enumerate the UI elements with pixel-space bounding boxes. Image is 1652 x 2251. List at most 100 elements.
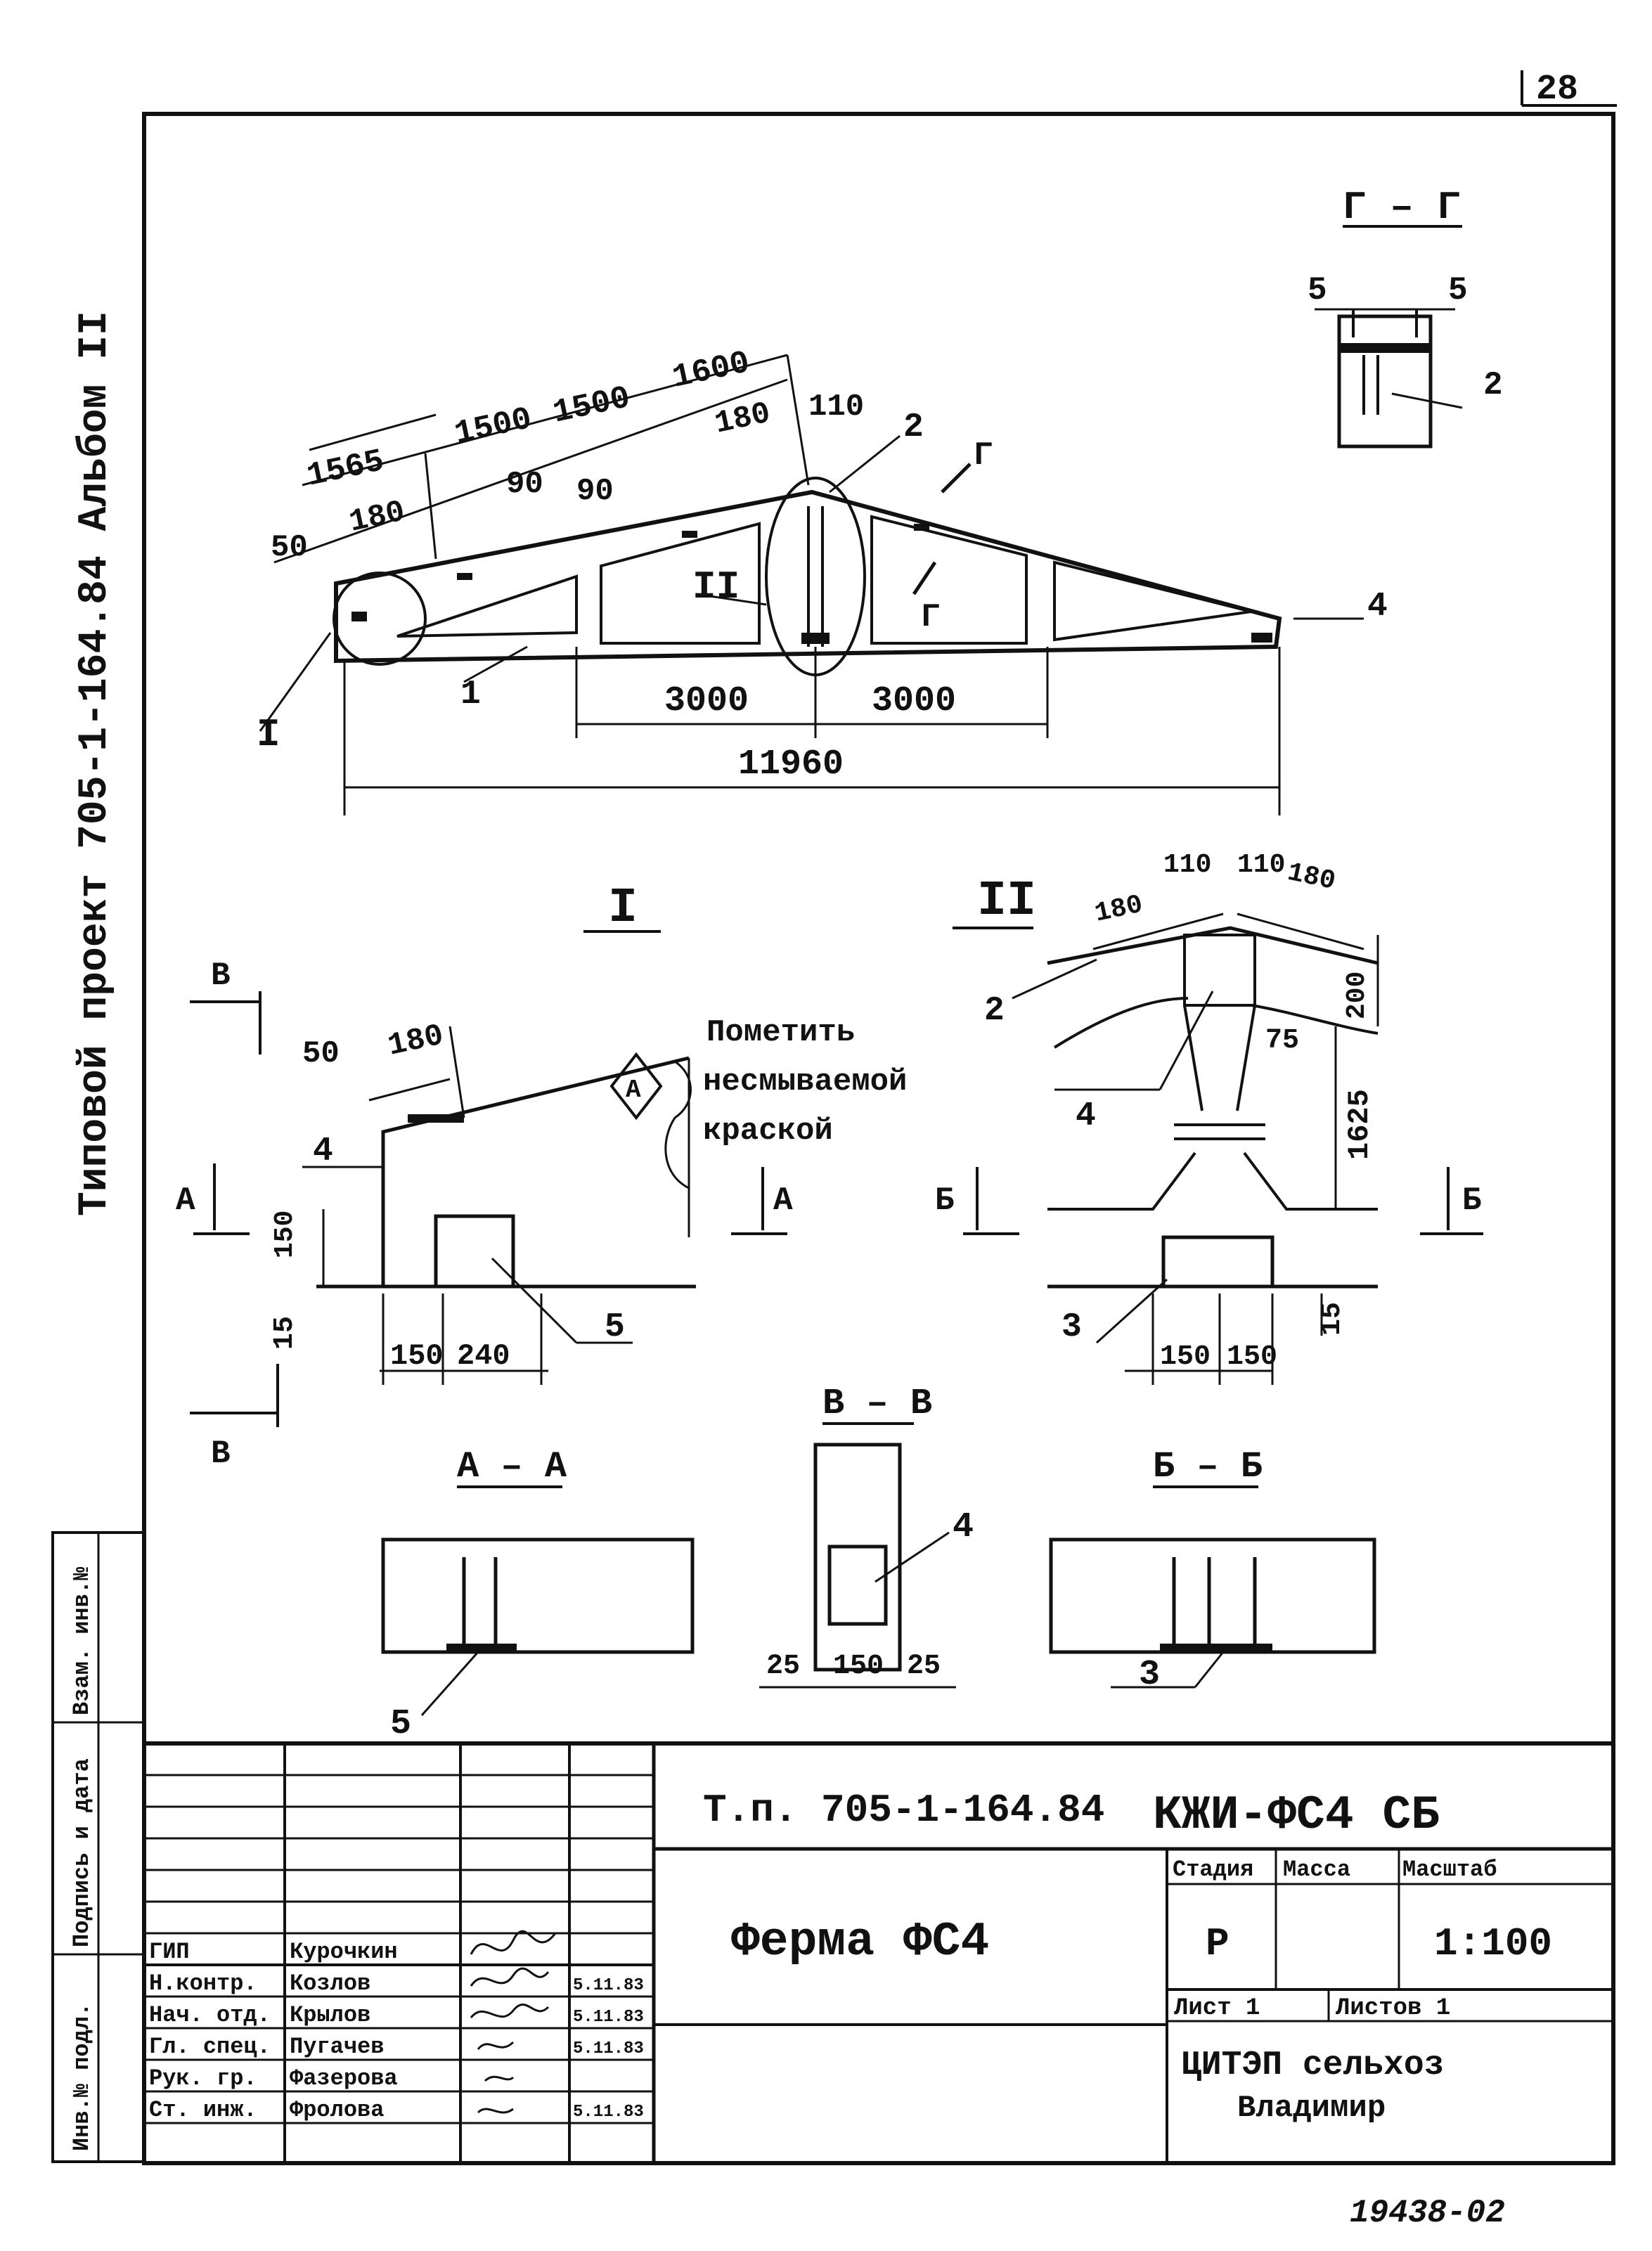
truss-dim-1565: 1565 <box>304 443 387 495</box>
section-VV-dim-25a: 25 <box>766 1651 800 1682</box>
truss-dim-11960: 11960 <box>738 744 844 785</box>
title-block-col-scale: Масштаб <box>1402 1857 1497 1883</box>
side-project-label: Типовой проект 705-1-164.84 Альбом II <box>72 311 118 1216</box>
detail-II-mark-B-left: Б <box>935 1182 955 1219</box>
staff-name-4: Фазерова <box>290 2065 398 2091</box>
detail-II: II 180 110 110 180 200 <box>935 850 1483 1385</box>
truss-dim-3000b: 3000 <box>872 681 956 721</box>
truss-detail-ref-I: I <box>257 712 280 757</box>
staff-name-0: Курочкин <box>290 1939 398 1965</box>
detail-I-note-line2: несмываемой <box>703 1064 907 1099</box>
section-BB-title: Б – Б <box>1153 1446 1263 1488</box>
truss-dim-180a: 180 <box>347 494 408 540</box>
staff-role-5: Ст. инж. <box>149 2097 257 2123</box>
section-VV-title: В – В <box>822 1383 932 1424</box>
bottom-code: 19438-02 <box>1350 2195 1505 2231</box>
section-GG-label-2: 2 <box>1483 367 1503 404</box>
title-block-project-code: Т.п. 705-1-164.84 <box>703 1788 1104 1833</box>
side-stamp: Инв.№ подл. Подпись и дата Взам. инв.№ <box>51 1531 146 2163</box>
section-GG: Г – Г 5 5 2 <box>1308 185 1503 449</box>
truss-dim-50: 50 <box>271 530 308 565</box>
truss-section-mark-bottom: Г <box>921 599 941 636</box>
staff-name-3: Пугачев <box>290 2034 384 2060</box>
title-block-org-line2: Владимир <box>1237 2091 1386 2126</box>
detail-II-mark-B-right: Б <box>1462 1182 1482 1219</box>
staff-name-1: Козлов <box>290 1971 370 1997</box>
detail-I-mark-V-top: В <box>211 957 231 994</box>
truss-dim-3000a: 3000 <box>664 681 749 721</box>
detail-II-dim-150a: 150 <box>1160 1341 1211 1373</box>
detail-II-dim-180a: 180 <box>1092 889 1146 929</box>
side-stamp-inv: Инв.№ подл. <box>69 2003 95 2151</box>
section-AA: А – А 5 <box>381 1446 695 1744</box>
title-block-sheet: Лист 1 <box>1174 1995 1260 2022</box>
staff-role-0: ГИП <box>149 1939 190 1965</box>
detail-II-dim-15: 15 <box>1317 1302 1348 1336</box>
sheet-frame <box>142 112 1615 2165</box>
truss-dim-1600: 1600 <box>669 344 753 396</box>
title-block-scale: 1:100 <box>1434 1921 1552 1966</box>
section-AA-label-5: 5 <box>390 1704 411 1744</box>
side-stamp-sign: Подпись и дата <box>69 1758 95 1947</box>
detail-II-dim-75: 75 <box>1265 1025 1299 1057</box>
truss-mark-1: 1 <box>460 676 481 714</box>
truss-section-mark-top: Г <box>974 437 993 474</box>
detail-I-dim-150: 150 <box>390 1339 444 1373</box>
detail-I-dim-15: 15 <box>269 1316 301 1350</box>
section-GG-title: Г – Г <box>1343 185 1461 230</box>
staff-name-5: Фролова <box>290 2097 384 2123</box>
staff-role-4: Рук. гр. <box>149 2065 257 2091</box>
detail-II-title: II <box>977 874 1036 929</box>
section-VV-dim-150: 150 <box>833 1651 884 1682</box>
staff-date-1: 5.11.83 <box>573 1976 644 1995</box>
detail-II-label-2: 2 <box>984 992 1005 1030</box>
detail-I-dim-240: 240 <box>457 1339 510 1373</box>
staff-name-2: Крылов <box>290 2002 370 2028</box>
sheet-number: 28 <box>1536 70 1578 110</box>
detail-II-dim-110b: 110 <box>1237 850 1285 880</box>
staff-date-2: 5.11.83 <box>573 2008 644 2027</box>
truss-elevation: 1565 1500 1500 1600 50 180 90 90 180 110… <box>257 344 1388 815</box>
truss-detail-ref-II: II <box>692 565 740 609</box>
title-block-org-line1: ЦИТЭП сельхоз <box>1181 2046 1444 2084</box>
title-block-stage: Р <box>1206 1921 1230 1966</box>
detail-I-dim-180: 180 <box>385 1018 447 1064</box>
detail-I-note-symbol: А <box>626 1076 641 1104</box>
section-VV: В – В 4 25 150 25 <box>759 1383 974 1689</box>
title-block-col-stage: Стадия <box>1173 1857 1253 1883</box>
title-block-sheets: Листов 1 <box>1336 1995 1450 2022</box>
title-block-col-mass: Масса <box>1283 1857 1350 1883</box>
staff-date-5: 5.11.83 <box>573 2103 644 2122</box>
staff-role-1: Н.контр. <box>149 1971 257 1997</box>
section-VV-dim-25b: 25 <box>907 1651 941 1682</box>
detail-II-dim-180b: 180 <box>1285 858 1338 897</box>
truss-dim-90b: 90 <box>576 474 614 509</box>
detail-II-label-3: 3 <box>1061 1308 1082 1346</box>
truss-dim-1500b: 1500 <box>550 380 633 432</box>
detail-I-mark-V-bottom: В <box>211 1436 231 1472</box>
truss-mark-2: 2 <box>903 408 924 446</box>
detail-II-dim-200: 200 <box>1342 972 1372 1019</box>
truss-dim-90a: 90 <box>506 467 543 502</box>
truss-mark-4: 4 <box>1367 588 1388 626</box>
detail-I-dim-150v: 150 <box>270 1211 300 1258</box>
title-block-title: Ферма ФС4 <box>731 1915 989 1969</box>
title-block: Т.п. 705-1-164.84 КЖИ-ФС4 СБ Ферма ФС4 С… <box>144 1741 1613 2162</box>
staff-role-2: Нач. отд. <box>149 2002 271 2028</box>
detail-II-dim-1625: 1625 <box>1343 1089 1376 1160</box>
section-BB-label-3: 3 <box>1139 1655 1160 1695</box>
staff-role-3: Гл. спец. <box>149 2034 271 2060</box>
section-GG-label-5a: 5 <box>1308 272 1327 309</box>
detail-I-label-4: 4 <box>313 1133 333 1170</box>
section-BB: Б – Б 3 <box>1049 1446 1376 1695</box>
detail-I-mark-A-left: А <box>176 1182 195 1219</box>
detail-I-mark-A-right: А <box>773 1182 793 1219</box>
detail-II-dim-150b: 150 <box>1227 1341 1277 1373</box>
section-GG-label-5b: 5 <box>1448 272 1468 309</box>
side-stamp-vzam: Взам. инв.№ <box>69 1566 95 1715</box>
detail-I-label-5: 5 <box>605 1308 625 1346</box>
detail-I-note-line1: Пометить <box>706 1015 855 1050</box>
detail-II-label-4: 4 <box>1076 1097 1096 1135</box>
detail-II-dim-110a: 110 <box>1163 850 1211 880</box>
